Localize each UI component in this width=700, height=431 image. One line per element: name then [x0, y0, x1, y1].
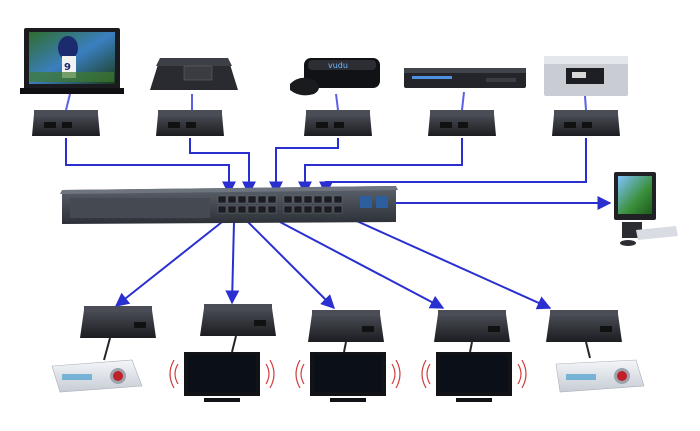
link-display-2 — [225, 221, 240, 305]
ethernet-port — [217, 195, 227, 204]
decoder-3 — [308, 310, 384, 342]
hd-tv: 9 — [20, 28, 124, 94]
media-server — [544, 56, 628, 96]
uplink-port — [376, 196, 388, 208]
link-display-4 — [279, 221, 445, 309]
signal-waves — [169, 359, 275, 389]
ethernet-port — [323, 195, 333, 204]
tv-screen — [440, 355, 508, 392]
ethernet-port — [283, 205, 293, 214]
link-source-4 — [298, 138, 463, 196]
encoder-2 — [156, 110, 224, 136]
satellite-receiver — [150, 58, 238, 90]
ethernet-port — [283, 195, 293, 204]
link-source-3 — [269, 138, 339, 196]
signal-waves — [295, 359, 401, 389]
cable-server — [584, 95, 587, 111]
link-source-2 — [189, 138, 256, 196]
blu-ray-player — [404, 68, 526, 88]
display-links — [114, 217, 552, 310]
ethernet-port — [333, 195, 343, 204]
blu-ray-light — [412, 76, 452, 79]
display-cables — [103, 335, 591, 361]
source-links — [65, 138, 587, 196]
ethernet-port — [293, 195, 303, 204]
decoder-5 — [546, 310, 622, 342]
decoder-2 — [200, 304, 276, 336]
switch-vent-panel — [70, 198, 210, 218]
ethernet-port — [217, 205, 227, 214]
decoder-4 — [434, 310, 510, 342]
projector — [51, 359, 143, 393]
flat-tv — [169, 352, 275, 402]
ethernet-port — [323, 205, 333, 214]
svg-text:9: 9 — [64, 62, 71, 73]
encoder-3 — [304, 110, 372, 136]
encoder-4 — [428, 110, 496, 136]
vudu-media-player: vudu — [290, 58, 380, 96]
link-display-1 — [114, 221, 223, 307]
cable-bluray — [461, 91, 465, 111]
signal-waves — [421, 359, 527, 389]
source-cables — [65, 91, 587, 111]
flat-tv — [421, 352, 527, 402]
ethernet-port — [227, 195, 237, 204]
cable-vudu — [335, 93, 339, 111]
desktop-computer — [614, 172, 678, 246]
decoder-1 — [80, 306, 156, 338]
ethernet-port — [257, 195, 267, 204]
cable-tv — [65, 93, 71, 111]
projector — [555, 359, 645, 393]
link-display-3 — [247, 221, 335, 309]
flat-tv — [295, 352, 401, 402]
tv-screen — [314, 355, 382, 392]
encoder-1 — [32, 110, 100, 136]
ethernet-port — [333, 205, 343, 214]
ethernet-port — [227, 205, 237, 214]
ethernet-port — [237, 195, 247, 204]
encoder-5 — [552, 110, 620, 136]
ethernet-port — [247, 205, 257, 214]
computer-screen — [618, 176, 652, 214]
tv-screen — [188, 355, 256, 392]
ethernet-port — [293, 205, 303, 214]
ethernet-port — [313, 195, 323, 204]
link-display-5 — [349, 217, 552, 310]
uplink-port — [360, 196, 372, 208]
ethernet-port — [267, 195, 277, 204]
vudu-logo: vudu — [328, 61, 348, 70]
ethernet-port — [267, 205, 277, 214]
network-switch — [60, 186, 398, 224]
ethernet-port — [247, 195, 257, 204]
switch-ports — [217, 195, 343, 214]
ethernet-port — [257, 205, 267, 214]
link-source-1 — [65, 138, 236, 196]
ethernet-port — [313, 205, 323, 214]
ethernet-port — [303, 205, 313, 214]
ethernet-port — [237, 205, 247, 214]
ethernet-port — [303, 195, 313, 204]
